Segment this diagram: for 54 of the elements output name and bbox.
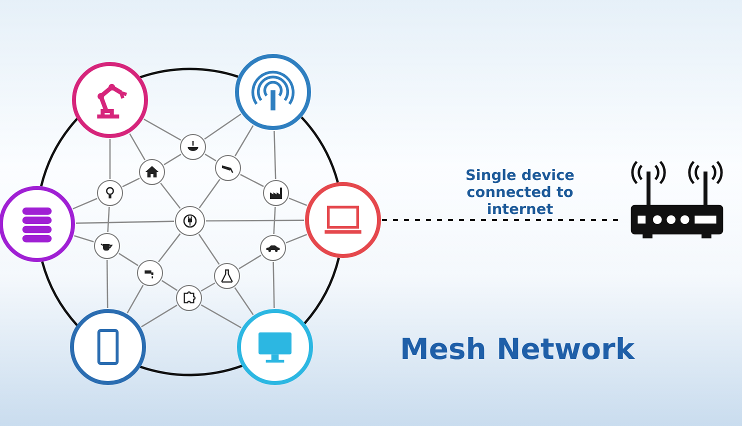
connection-line [141,304,178,328]
connection-line [200,282,216,292]
sensor-circle [180,134,206,160]
ring-arc [41,261,78,326]
sensor-circle [139,159,165,185]
connection-line [74,235,94,242]
connection-line [204,154,216,162]
connection-line [161,280,178,291]
connection-line [126,284,144,314]
ring-arc [40,118,78,187]
ring-arc [300,116,339,183]
sensor-circle [94,233,120,259]
sensor-circle [214,263,240,289]
sensor-circle [175,206,205,236]
ring-arc [140,364,243,376]
ring-arc [304,257,340,324]
connection-line [158,233,181,262]
connection-line [274,130,276,180]
connection-line [238,254,262,270]
connection-line [206,220,304,222]
connection-line [240,174,264,188]
connection-line [288,198,308,206]
sensor-circle [263,180,289,206]
connection-line [272,262,275,308]
device-circle [235,54,311,130]
sensor-circle [260,235,286,261]
connection-line [204,114,242,140]
connection-line [234,287,254,316]
connection-line [198,179,220,208]
connection-line [129,133,146,160]
sensor-circle [137,260,163,286]
sensor-circle [97,180,123,206]
device-circle [70,309,146,385]
diagram-title: Mesh Network [400,332,635,366]
connection-line [164,154,182,166]
connection-line [144,118,182,141]
connection-line [122,178,140,188]
ring-arc [140,68,238,78]
connection-line [234,125,254,156]
connection-line [198,234,220,265]
connection-line [107,206,110,232]
connection-line [72,198,98,210]
edge-label: Single device connected to internet [464,168,576,219]
connection-line [200,304,242,328]
sensor-circle [176,285,202,311]
connection-line [273,206,276,234]
connection-line [160,182,181,209]
connection-line [118,252,138,266]
connection-line [106,260,108,308]
connection-line [286,234,308,244]
sensor-circle [215,155,241,181]
device-circle [237,309,313,385]
connection-line [109,139,111,179]
connection-line [76,220,174,224]
